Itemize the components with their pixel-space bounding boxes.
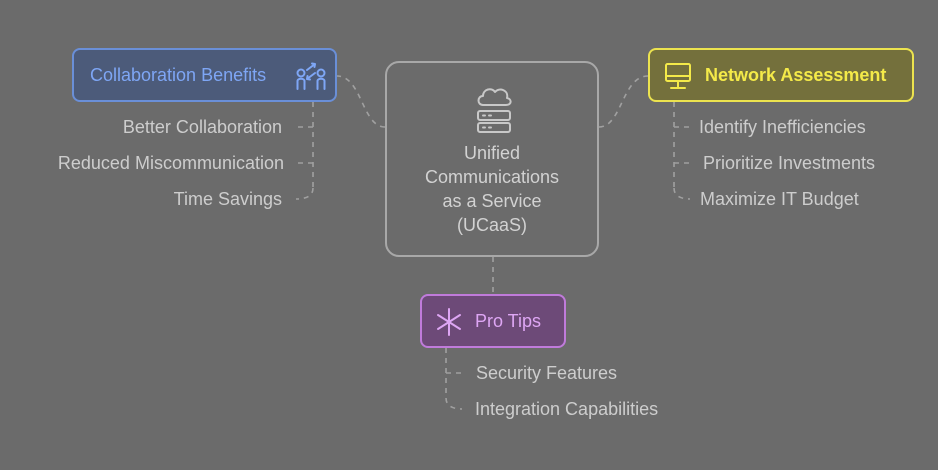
- connector-center-network: [598, 75, 649, 128]
- collaboration-item: Reduced Miscommunication: [57, 153, 284, 173]
- network-assessment-node: Network Assessment: [648, 48, 914, 102]
- pro-tips-node: Pro Tips: [420, 294, 566, 348]
- connector-tips-item-2: [445, 397, 463, 410]
- monitor-icon: [665, 63, 691, 89]
- collaboration-benefits-label: Collaboration Benefits: [90, 65, 267, 85]
- collaboration-benefits-node: Collaboration Benefits: [72, 48, 337, 102]
- network-item: Prioritize Investments: [703, 153, 876, 173]
- center-title: Unified Communications as a Service (UCa…: [424, 143, 560, 235]
- center-node: Unified Communications as a Service (UCa…: [385, 61, 599, 257]
- asterisk-icon: [437, 308, 461, 336]
- collaboration-item: Better Collaboration: [122, 117, 282, 137]
- pro-tips-item: Security Features: [476, 363, 618, 383]
- pro-tips-label: Pro Tips: [475, 311, 542, 331]
- network-item: Identify Inefficiencies: [699, 117, 866, 137]
- people-swap-icon: [296, 62, 326, 90]
- connector-center-collaboration: [336, 75, 386, 128]
- cloud-server-icon: [477, 88, 512, 133]
- network-item: Maximize IT Budget: [700, 189, 859, 209]
- collaboration-item: Time Savings: [173, 189, 282, 209]
- network-assessment-label: Network Assessment: [705, 65, 887, 85]
- connector-network-item-3: [673, 187, 691, 200]
- connector-collab-item-3: [295, 187, 314, 200]
- pro-tips-item: Integration Capabilities: [475, 399, 659, 419]
